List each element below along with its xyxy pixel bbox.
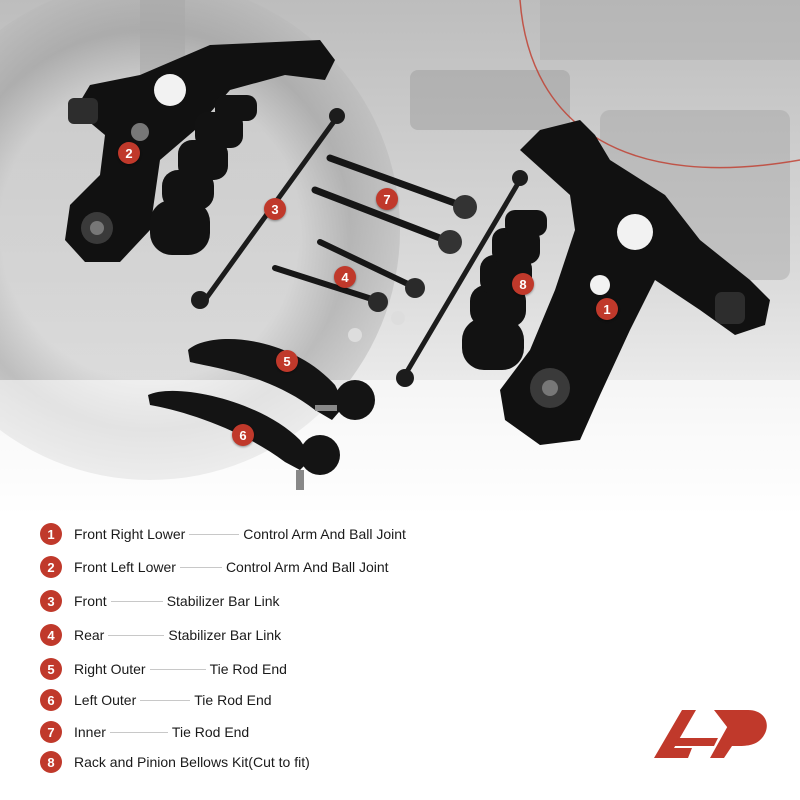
inner-tie-rods (311, 154, 477, 254)
legend-label: Right Outer (74, 661, 146, 677)
legend-number: 7 (40, 721, 62, 743)
legend-number: 2 (40, 556, 62, 578)
legend-item: 1 Front Right Lower Control Arm And Ball… (40, 522, 406, 546)
callout-badge-8: 8 (512, 273, 534, 295)
leader-line (179, 566, 222, 568)
legend-description: Tie Rod End (194, 692, 272, 708)
callout-badge-6: 6 (232, 424, 254, 446)
control-arm-left (65, 40, 335, 262)
legend-label: Front Right Lower (74, 526, 186, 542)
legend-item: 7 Inner Tie Rod End (40, 720, 249, 744)
legend-item: 8 Rack and Pinion Bellows Kit(Cut to fit… (40, 750, 310, 774)
leader-line (189, 533, 240, 535)
parts-photo (0, 0, 800, 520)
callout-badge-4: 4 (334, 266, 356, 288)
legend-number: 4 (40, 624, 62, 646)
legend-label: Front (74, 593, 107, 609)
stabilizer-links-rear (272, 239, 425, 342)
legend-number: 6 (40, 689, 62, 711)
legend-description: Tie Rod End (209, 661, 287, 677)
legend-number: 5 (40, 658, 62, 680)
legend-item: 3 Front Stabilizer Bar Link (40, 589, 280, 613)
legend-label: Front Left Lower (74, 559, 176, 575)
legend-label: Inner (74, 724, 106, 740)
legend-description: Stabilizer Bar Link (168, 627, 282, 643)
outer-tie-rod-right (188, 339, 375, 420)
legend-description: Tie Rod End (171, 724, 250, 740)
leader-line (110, 600, 163, 602)
a-premium-logo-icon (654, 710, 767, 758)
legend-label: Left Outer (74, 692, 137, 708)
legend-item: 5 Right Outer Tie Rod End (40, 657, 287, 681)
control-arm-right (500, 120, 770, 445)
leader-line (109, 731, 168, 733)
legend-item: 6 Left Outer Tie Rod End (40, 688, 272, 712)
legend-item: 4 Rear Stabilizer Bar Link (40, 623, 281, 647)
legend-description: Control Arm And Ball Joint (225, 559, 389, 575)
legend-item: 2 Front Left Lower Control Arm And Ball … (40, 555, 389, 579)
callout-badge-3: 3 (264, 198, 286, 220)
callout-badge-5: 5 (276, 350, 298, 372)
legend-label: Rack and Pinion Bellows Kit(Cut to fit) (74, 754, 310, 770)
legend-number: 8 (40, 751, 62, 773)
legend-number: 1 (40, 523, 62, 545)
leader-line (108, 634, 165, 636)
leader-line (149, 668, 206, 670)
callout-badge-7: 7 (376, 188, 398, 210)
callout-badge-2: 2 (118, 142, 140, 164)
legend-label: Rear (74, 627, 105, 643)
callout-badge-1: 1 (596, 298, 618, 320)
bellows-left (150, 95, 257, 255)
legend-description: Control Arm And Ball Joint (243, 526, 406, 542)
legend-description: Stabilizer Bar Link (166, 593, 280, 609)
leader-line (140, 699, 191, 701)
outer-tie-rod-left (148, 390, 340, 490)
legend-number: 3 (40, 590, 62, 612)
